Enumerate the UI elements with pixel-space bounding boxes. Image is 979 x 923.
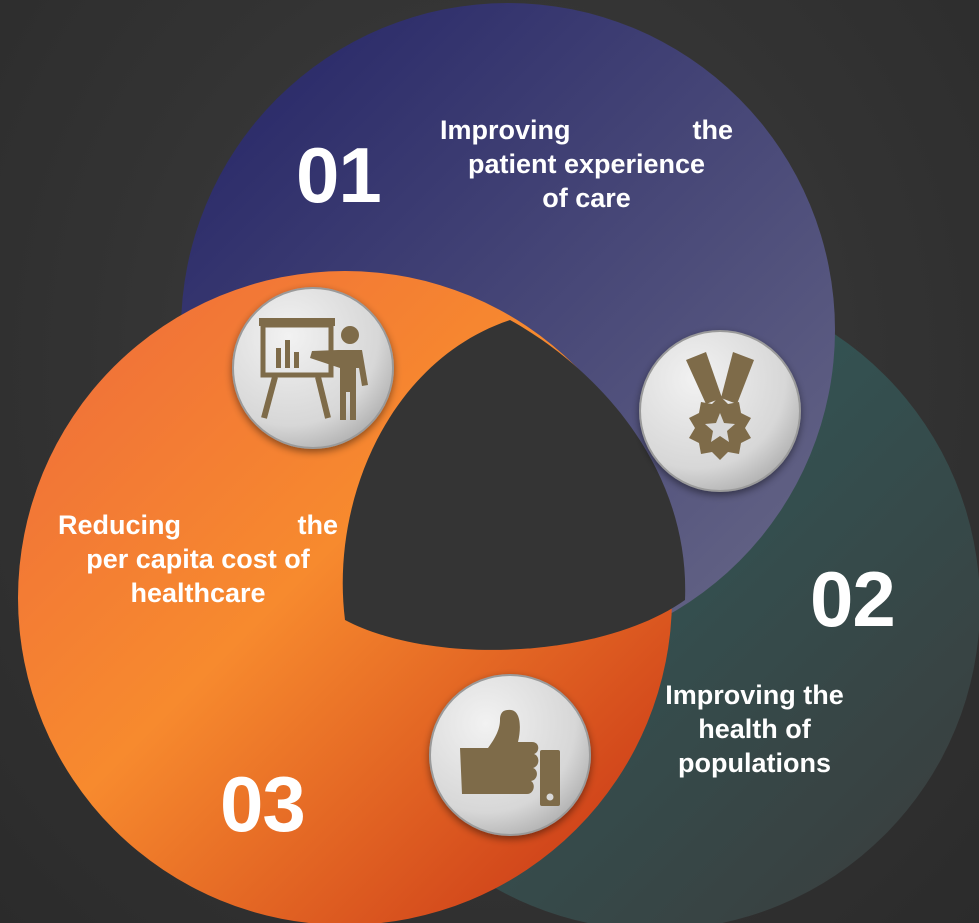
item-02-line-3: populations <box>678 748 831 778</box>
item-01-text: Improving the patient experience of care <box>440 113 733 215</box>
item-02-number: 02 <box>810 555 896 643</box>
center-hole <box>342 320 686 650</box>
item-02-line-1: Improving the <box>665 680 844 710</box>
item-03-line-1: Reducing the <box>58 510 338 540</box>
item-01-number: 01 <box>296 131 382 219</box>
item-01-line-3: of care <box>542 183 631 213</box>
thumbs-up-icon <box>429 674 591 836</box>
item-02-text: Improving the health of populations <box>632 678 877 780</box>
item-03-number: 03 <box>220 760 306 848</box>
item-03-text: Reducing the per capita cost of healthca… <box>58 508 338 610</box>
item-01-line-2: patient experience <box>467 149 706 179</box>
item-02-line-2: health of <box>698 714 811 744</box>
presentation-icon <box>232 287 394 449</box>
medal-icon <box>639 330 801 492</box>
item-03-line-2: per capita cost of <box>86 544 310 574</box>
item-01-line-1: Improving the <box>440 115 733 145</box>
item-03-line-3: healthcare <box>130 578 266 608</box>
